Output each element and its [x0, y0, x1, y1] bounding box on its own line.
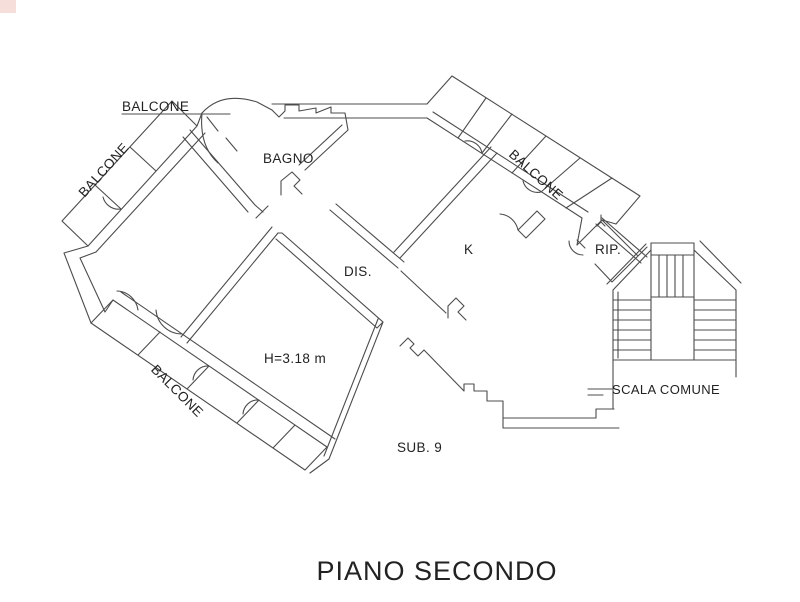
top-right-balcony-hatches: [457, 97, 613, 239]
label-height-note: H=3.18 m: [264, 351, 326, 366]
upper-left-room-walls: [182, 129, 269, 219]
label-scala-comune: SCALA COMUNE: [612, 382, 720, 397]
label-kitchen: K: [464, 242, 473, 257]
h-room-walls: [155, 226, 384, 474]
left-balcony-walls: [61, 100, 206, 253]
label-balcone-left: BALCONE: [76, 140, 132, 200]
staircase-walls: [587, 240, 742, 410]
rip-room-walls: [568, 214, 648, 283]
label-balcone-top: BALCONE: [122, 99, 189, 114]
plan-labels: BALCONE BALCONE BALCONE BALCONE BAGNO DI…: [76, 99, 720, 586]
corridor-kitchen-walls: [329, 146, 498, 321]
bagno-walls: [271, 104, 349, 196]
wall-lines: [61, 75, 742, 474]
label-bagno: BAGNO: [263, 151, 314, 166]
watermark-square: [0, 0, 16, 13]
page-title: PIANO SECONDO: [316, 556, 557, 586]
curved-balcony: [121, 97, 273, 164]
label-dis: DIS.: [344, 264, 372, 279]
bottom-walls: [399, 337, 620, 429]
bottom-left-balcony-walls: [90, 291, 336, 471]
label-rip: RIP.: [595, 242, 621, 257]
label-sub-unit: SUB. 9: [397, 440, 442, 455]
left-vertex-walls: [63, 245, 139, 324]
top-right-balcony-walls: [271, 75, 648, 264]
